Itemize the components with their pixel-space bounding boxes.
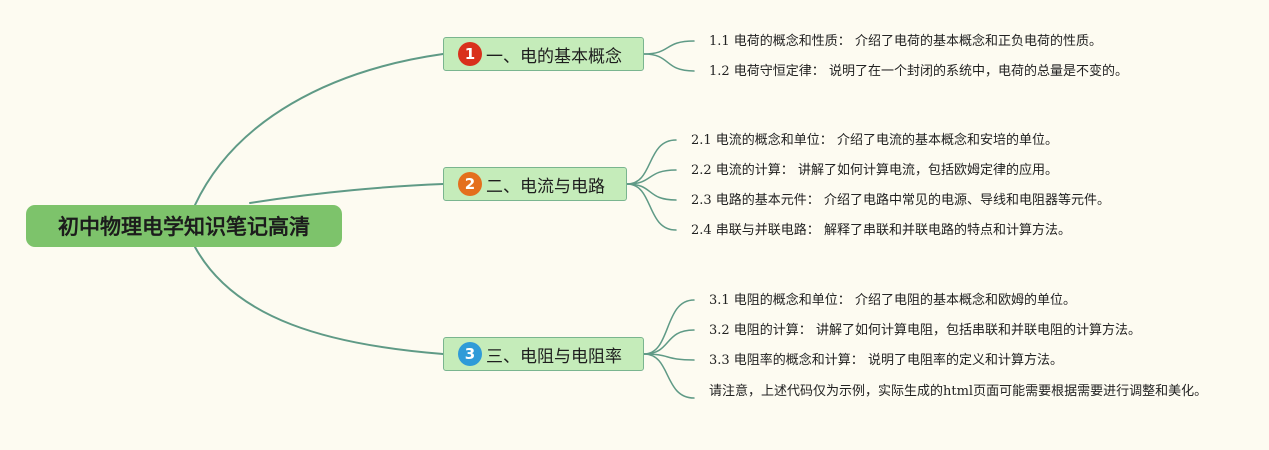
leaf-1-1[interactable]: 1.1 电荷的概念和性质： 介绍了电荷的基本概念和正负电荷的性质。: [709, 34, 1102, 49]
connector-branch-3-leaf-3: [643, 353, 695, 361]
connector-branch-2-leaf-1: [626, 139, 677, 185]
branch-label-3: 三、电阻与电阻率: [486, 346, 622, 367]
connector-branch-3-leaf-4: [643, 353, 695, 399]
connector-branch-2-leaf-2: [626, 169, 677, 185]
leaf-2-2[interactable]: 2.2 电流的计算： 讲解了如何计算电流，包括欧姆定律的应用。: [691, 163, 1058, 178]
branch-label-1: 一、电的基本概念: [486, 46, 622, 67]
branch-node-3[interactable]: 3 三、电阻与电阻率: [443, 337, 644, 371]
connector-branch-1-leaf-1: [643, 40, 695, 55]
connector-root-branch-3: [194, 246, 444, 355]
leaf-3-1[interactable]: 3.1 电阻的概念和单位： 介绍了电阻的基本概念和欧姆的单位。: [709, 293, 1076, 308]
priority-3-icon: 3: [458, 342, 482, 366]
connector-branch-2-leaf-3: [626, 183, 677, 201]
leaf-2-3[interactable]: 2.3 电路的基本元件： 介绍了电路中常见的电源、导线和电阻器等元件。: [691, 193, 1110, 208]
connector-branch-1-leaf-2: [643, 53, 695, 72]
priority-2-icon: 2: [458, 172, 482, 196]
connector-branch-3-leaf-1: [643, 299, 695, 355]
leaf-3-3[interactable]: 3.3 电阻率的概念和计算： 说明了电阻率的定义和计算方法。: [709, 353, 1063, 368]
root-node[interactable]: 初中物理电学知识笔记高清: [26, 205, 342, 247]
branch-label-2: 二、电流与电路: [486, 176, 605, 197]
leaf-3-2[interactable]: 3.2 电阻的计算： 讲解了如何计算电阻，包括串联和并联电阻的计算方法。: [709, 323, 1141, 338]
connector-root-branch-2: [249, 183, 444, 204]
priority-1-icon: 1: [458, 42, 482, 66]
branch-node-2[interactable]: 2 二、电流与电路: [443, 167, 627, 201]
connector-branch-3-leaf-2: [643, 329, 695, 355]
connector-root-branch-1: [194, 53, 444, 206]
root-node-label: 初中物理电学知识笔记高清: [58, 215, 310, 239]
branch-node-1[interactable]: 1 一、电的基本概念: [443, 37, 644, 71]
leaf-2-4[interactable]: 2.4 串联与并联电路： 解释了串联和并联电路的特点和计算方法。: [691, 223, 1071, 238]
leaf-2-1[interactable]: 2.1 电流的概念和单位： 介绍了电流的基本概念和安培的单位。: [691, 133, 1058, 148]
connector-branch-2-leaf-4: [626, 183, 677, 231]
leaf-1-2[interactable]: 1.2 电荷守恒定律： 说明了在一个封闭的系统中，电荷的总量是不变的。: [709, 64, 1128, 79]
leaf-3-4[interactable]: 请注意，上述代码仅为示例，实际生成的html页面可能需要根据需要进行调整和美化。: [709, 384, 1208, 399]
